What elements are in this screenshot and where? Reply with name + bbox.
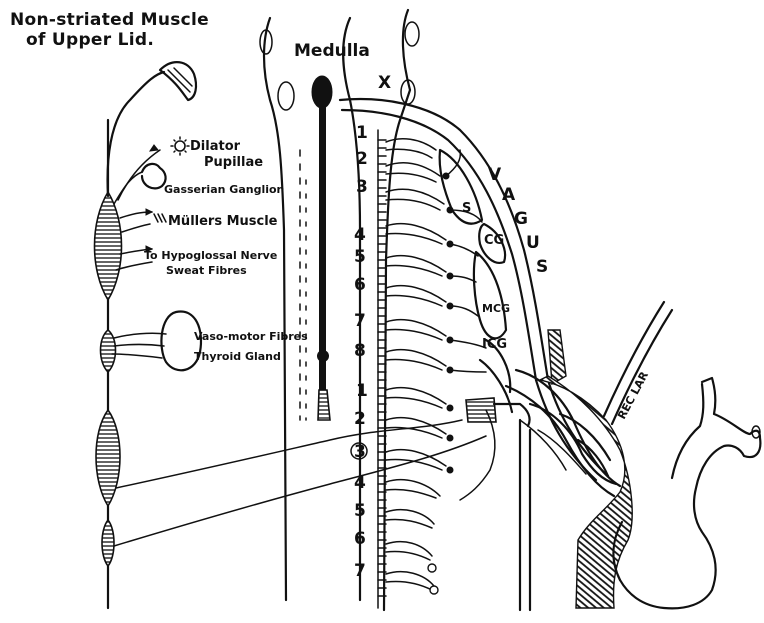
- vagus-letter: V: [488, 165, 502, 185]
- lower-vertical-nerves: [460, 410, 530, 610]
- segment-number: 5: [354, 247, 366, 267]
- label-gasserian: Gasserian Ganglion: [164, 183, 284, 196]
- title-line-2: of Upper Lid.: [26, 30, 154, 50]
- segment-number: 6: [354, 275, 366, 295]
- superior-cervical-ganglion-left: [95, 192, 122, 300]
- segment-number: 8: [354, 341, 366, 361]
- vagus-label: V A G U S: [488, 165, 548, 277]
- dashed-root-marks: [300, 150, 306, 420]
- segment-number: 4: [354, 225, 366, 245]
- hatched-vessel-upper: [548, 330, 566, 384]
- label-icg: ICG: [482, 337, 507, 352]
- aorta-outline: [613, 378, 760, 608]
- segment-number: 2: [356, 149, 368, 169]
- medulla-column: [312, 76, 332, 420]
- label-sweat: Sweat Fibres: [166, 264, 247, 277]
- segment-number: 5: [354, 501, 366, 521]
- eyelid-muscle-drawing: [160, 62, 196, 100]
- superior-ganglion-s: [440, 150, 482, 224]
- middle-cervical-ganglion-left: [101, 330, 116, 372]
- vagus-letter: S: [536, 257, 548, 277]
- thoracic-ganglion-left: [102, 520, 114, 566]
- segment-number: 1: [356, 381, 368, 401]
- label-medulla: Medulla: [294, 41, 370, 61]
- label-dilator: Dilator: [190, 139, 241, 154]
- label-mullers: Müllers Muscle: [168, 214, 278, 229]
- title-line-1: Non-striated Muscle: [10, 10, 209, 30]
- label-vasomotor: Vaso-motor Fibres: [194, 330, 308, 343]
- spinal-cord-left: [260, 18, 360, 600]
- segment-number: 3: [354, 442, 366, 462]
- label-pupillae: Pupillae: [204, 155, 263, 170]
- segment-number: 6: [354, 529, 366, 549]
- sympathetic-chain-left: [95, 72, 165, 608]
- hatched-stub-left: [466, 398, 496, 422]
- dilator-pupillae-icon: [171, 137, 189, 155]
- vagus-letter: A: [502, 185, 516, 205]
- thyroid-gland-drawing: [112, 312, 201, 371]
- vagus-letter: G: [514, 209, 528, 229]
- segment-number: 2: [354, 409, 366, 429]
- label-hypoglossal: To Hypoglossal Nerve: [144, 249, 277, 262]
- label-x: X: [378, 73, 391, 93]
- segment-number: 3: [356, 177, 368, 197]
- segment-number: 7: [354, 311, 366, 331]
- label-thyroid: Thyroid Gland: [194, 350, 281, 363]
- segment-number: 1: [356, 123, 368, 143]
- middle-inferior-ganglia: [474, 252, 512, 412]
- label-mcg: MCG: [482, 302, 510, 315]
- segment-number: 7: [354, 561, 366, 581]
- label-cg: CG: [484, 233, 504, 248]
- segment-numbers: 1 2 3 4 5 6 7 8 1 2 3 4 5 6 7: [351, 123, 368, 581]
- gasserian-ganglion-drawing: [142, 164, 166, 188]
- vagus-letter: U: [526, 233, 540, 253]
- recurrent-laryngeal-nerve: [604, 302, 672, 424]
- inferior-cervical-ganglion-left: [96, 410, 120, 506]
- spinal-root-loops: [386, 139, 453, 594]
